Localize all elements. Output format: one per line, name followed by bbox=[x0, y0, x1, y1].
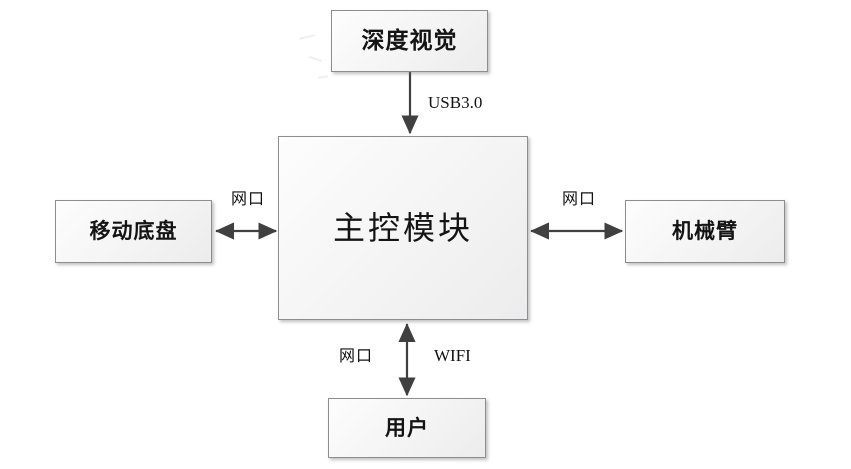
edge-label-usb3: USB3.0 bbox=[428, 93, 483, 112]
node-depth-vision[interactable]: 深度视觉 bbox=[331, 10, 488, 72]
node-robotic-arm-label: 机械臂 bbox=[672, 219, 738, 243]
scan-artifact bbox=[309, 56, 322, 62]
edge-label-ethernet-chassis: 网口 bbox=[231, 189, 266, 208]
scan-artifact bbox=[298, 34, 316, 40]
node-robotic-arm[interactable]: 机械臂 bbox=[625, 200, 785, 263]
node-user[interactable]: 用户 bbox=[328, 398, 486, 458]
node-depth-vision-label: 深度视觉 bbox=[361, 27, 458, 54]
node-mobile-chassis-label: 移动底盘 bbox=[89, 219, 178, 243]
node-user-label: 用户 bbox=[385, 415, 429, 440]
edge-label-ethernet-user: 网口 bbox=[339, 346, 374, 365]
node-main-control-module-label: 主控模块 bbox=[332, 209, 473, 247]
edge-label-wifi: WIFI bbox=[434, 346, 471, 365]
edge-label-ethernet-arm: 网口 bbox=[562, 189, 597, 208]
node-main-control-module[interactable]: 主控模块 bbox=[278, 136, 528, 320]
scan-artifact bbox=[317, 75, 329, 79]
node-mobile-chassis[interactable]: 移动底盘 bbox=[55, 200, 212, 263]
